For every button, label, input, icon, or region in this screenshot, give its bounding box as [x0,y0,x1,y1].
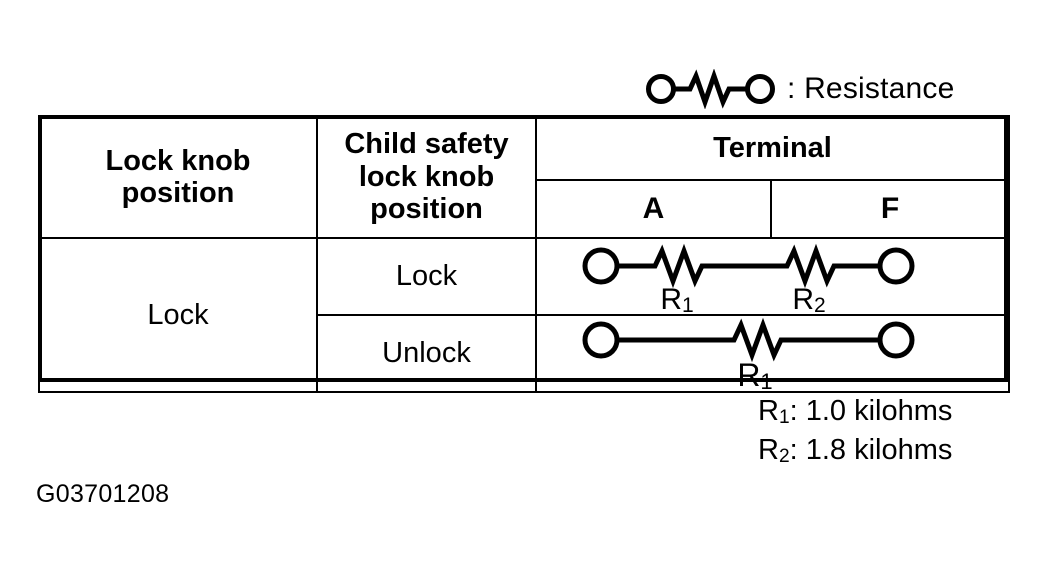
header-lock-knob-position-line2: position [121,177,235,209]
note-r1-value: : 1.0 kilohms [789,395,953,427]
legend: : Resistance [645,68,954,110]
note-r2-name: R2 [758,433,790,467]
header-child-safety-line1: Child safety [344,128,509,161]
circuit-diagram-r1: R1 [582,317,915,394]
cell-circuit-unlock: R1 [535,314,1010,394]
circuit-diagram-r1-r2: R1 R2 [582,243,915,317]
resistance-values-note: R1: 1.0 kilohms R2: 1.8 kilohms [758,392,952,469]
cell-child-safety-unlock: Unlock [316,314,537,393]
note-r1: R1: 1.0 kilohms [758,392,952,431]
header-terminal-f: F [770,179,1010,239]
note-r2: R2: 1.8 kilohms [758,431,952,470]
figure-id: G03701208 [36,480,170,508]
header-lock-knob-position-line1: Lock knob [105,144,251,177]
header-child-safety-line3: position [370,193,483,226]
svg-text:R1: R1 [660,283,693,317]
spec-table-container: Lock knob position Child safety lock kno… [38,115,1010,394]
cell-lock-knob-position-lock: Lock [38,237,318,393]
cell-circuit-lock: R1 R2 [535,237,1010,317]
cell-child-safety-lock: Lock [316,237,537,316]
header-child-safety-lock-knob-position: Child safety lock knob position [316,115,537,239]
table-header-row: Lock knob position Child safety lock kno… [38,115,1010,239]
note-r1-name: R1 [758,395,790,429]
header-terminal-a: A [535,179,772,239]
svg-text:R2: R2 [792,283,825,317]
header-lock-knob-position: Lock knob position [38,115,318,239]
header-child-safety-line2: lock knob [358,160,495,193]
table-subheader-row: A F [39,179,1010,239]
legend-label: : Resistance [787,72,955,105]
resistor-symbol-icon [646,69,775,109]
note-r2-value: : 1.8 kilohms [789,433,953,466]
table-row: Lock Lock R1 R2 [38,237,1010,393]
svg-text:R1: R1 [737,357,772,394]
spec-table: Lock knob position Child safety lock kno… [38,115,1010,394]
header-terminal: Terminal [535,115,1010,181]
